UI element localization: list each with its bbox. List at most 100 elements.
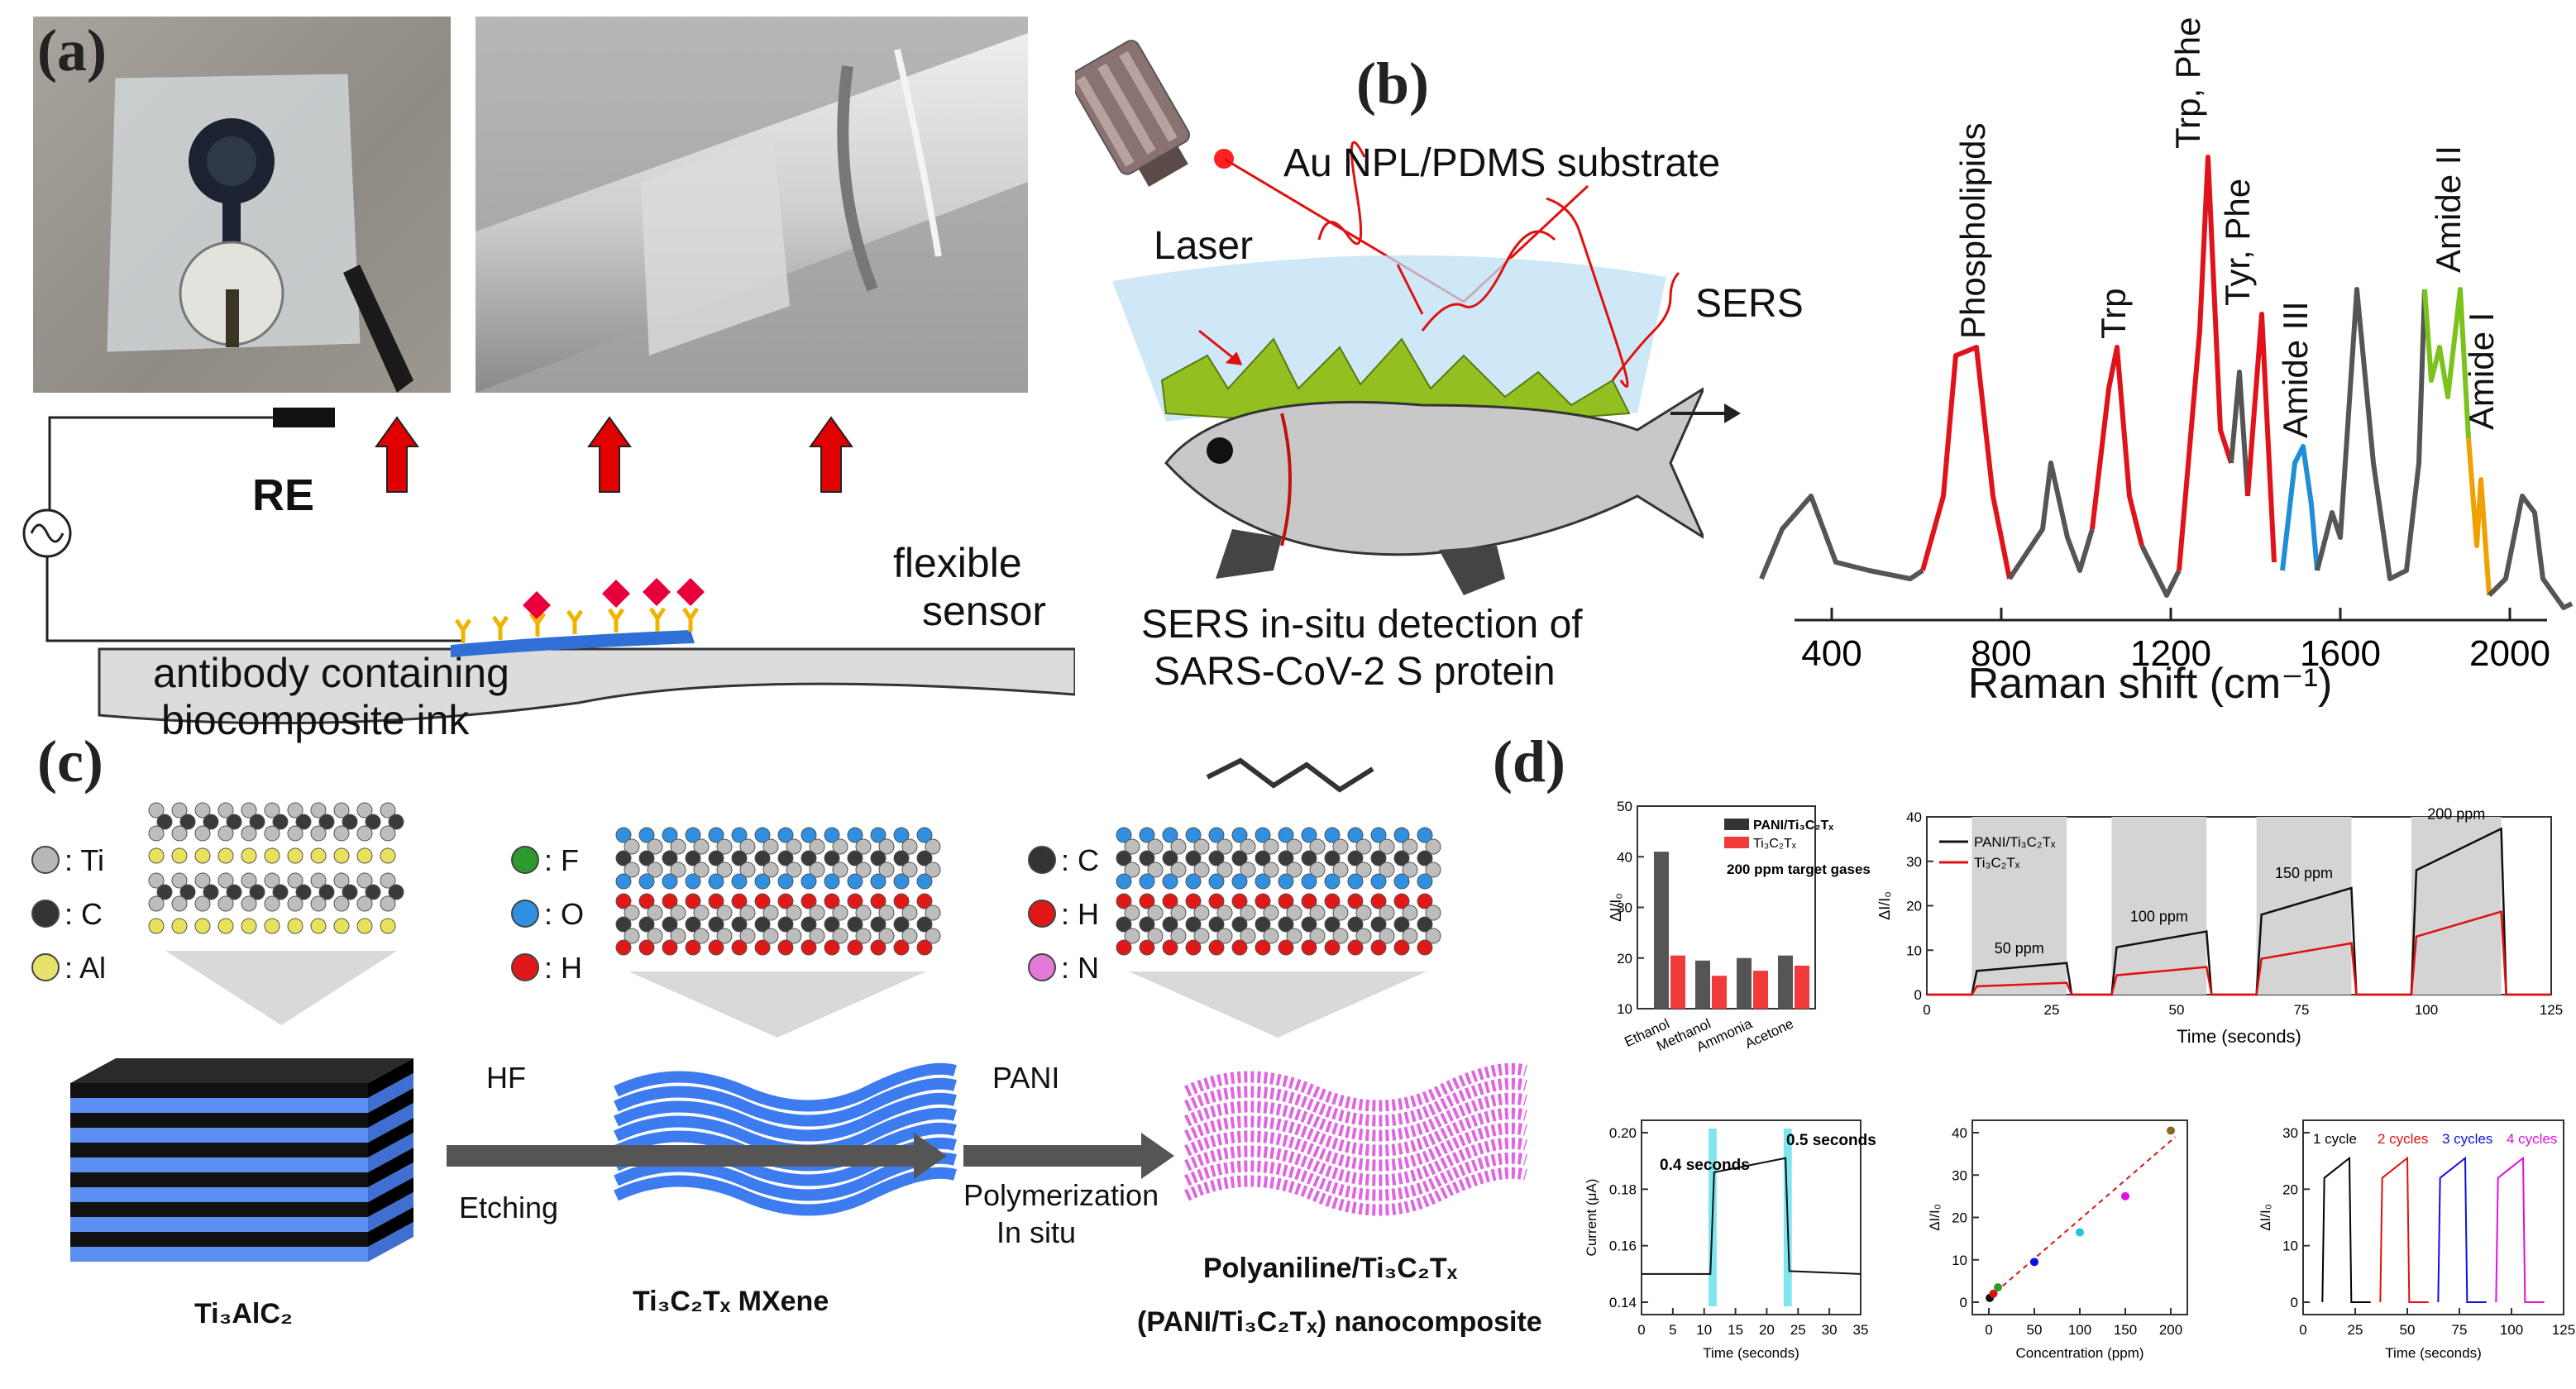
atom xyxy=(1301,873,1317,890)
atom xyxy=(1231,827,1248,843)
atom xyxy=(1301,939,1317,956)
atom xyxy=(1347,916,1364,933)
raman-curve-segment xyxy=(2090,345,2144,547)
atom xyxy=(342,884,358,900)
atom xyxy=(685,827,701,843)
sensor-photo xyxy=(33,17,451,393)
atom xyxy=(824,916,840,933)
atom xyxy=(693,905,710,921)
atom xyxy=(333,825,350,842)
atom xyxy=(925,862,941,878)
atom xyxy=(647,862,663,878)
circuit-diagram xyxy=(22,408,1075,725)
atom xyxy=(356,872,373,889)
atom xyxy=(1425,838,1441,855)
bar-legend-swatch xyxy=(1724,819,1749,830)
atom xyxy=(380,918,396,934)
linear-point xyxy=(1994,1283,2002,1292)
atom xyxy=(716,862,733,878)
atom xyxy=(615,850,632,866)
atom xyxy=(1309,862,1326,878)
atom xyxy=(171,918,188,934)
bar-chart-bar xyxy=(1654,852,1669,1009)
projection-wedge xyxy=(1129,971,1427,1038)
atom xyxy=(241,847,257,864)
atom xyxy=(855,862,872,878)
atom xyxy=(739,862,756,878)
atom xyxy=(809,905,825,921)
atom xyxy=(878,905,895,921)
atom xyxy=(1370,916,1387,933)
linear-point xyxy=(2030,1258,2038,1267)
atom xyxy=(801,873,817,890)
linear-chart-ytick-label: 20 xyxy=(1952,1210,1967,1226)
atom xyxy=(1139,893,1155,909)
projection-wedge xyxy=(165,951,397,1025)
atom xyxy=(333,918,350,934)
atom xyxy=(1255,873,1271,890)
atom xyxy=(1193,905,1210,921)
atom xyxy=(380,802,396,819)
atom xyxy=(1170,838,1187,855)
panel-d-label: (d) xyxy=(1493,728,1565,795)
atom xyxy=(870,827,887,843)
atom xyxy=(1425,905,1441,921)
atom xyxy=(203,884,219,900)
atom xyxy=(1231,939,1248,956)
atom xyxy=(1402,862,1418,878)
response-chart-xtick-label: 10 xyxy=(1696,1322,1712,1338)
atom xyxy=(1255,850,1271,866)
layer-stripe xyxy=(70,1172,368,1187)
raman-curve-segment xyxy=(2007,461,2095,580)
atom xyxy=(1147,838,1164,855)
atom xyxy=(1370,939,1387,956)
step-chart-ytick-label: 40 xyxy=(1906,809,1922,825)
atom xyxy=(1332,905,1349,921)
flexible-sensor-strip xyxy=(98,647,1075,725)
ink-label-line1: antibody containing xyxy=(153,650,509,696)
atom xyxy=(1370,850,1387,866)
raman-curve-segment xyxy=(2245,312,2277,563)
atom xyxy=(1185,893,1202,909)
atom xyxy=(388,814,404,830)
legend-atom-icon xyxy=(31,900,60,928)
bar-chart-ytick-label: 40 xyxy=(1617,849,1632,865)
atom xyxy=(1240,928,1256,944)
atom xyxy=(1216,928,1233,944)
atom xyxy=(916,893,933,909)
atom xyxy=(731,850,748,866)
raman-peak-label: Tyr, Phe xyxy=(2218,179,2257,306)
atom xyxy=(870,893,887,909)
composite-sheet xyxy=(1184,1137,1527,1186)
linear-chart-ytick-label: 0 xyxy=(1960,1295,1967,1310)
step2-bottom-line1: Polymerization xyxy=(963,1178,1159,1212)
atom xyxy=(1347,827,1364,843)
bar-legend-label: Ti₃C₂Tₓ xyxy=(1753,837,1797,851)
composite-sheet xyxy=(1184,1167,1527,1216)
atom xyxy=(670,862,686,878)
atom xyxy=(249,884,265,900)
atom xyxy=(1309,905,1326,921)
atom xyxy=(832,862,848,878)
atom xyxy=(1208,916,1225,933)
atom xyxy=(194,847,211,864)
atom xyxy=(1324,850,1341,866)
raman-curve-segment xyxy=(2177,155,2234,571)
atom xyxy=(217,802,234,819)
step-label: 150 ppm xyxy=(2275,865,2333,881)
legend-atom-label: : C xyxy=(1061,843,1099,877)
atom xyxy=(638,893,655,909)
atom xyxy=(148,847,165,864)
step-chart-xtick-label: 125 xyxy=(2540,1002,2563,1018)
atom xyxy=(194,802,211,819)
cycle-label: 1 cycle xyxy=(2313,1131,2357,1147)
atom xyxy=(1301,827,1317,843)
atom xyxy=(1324,916,1341,933)
linear-chart-ytick-label: 40 xyxy=(1952,1125,1967,1141)
atom xyxy=(893,893,910,909)
atom xyxy=(156,884,173,900)
response-chart-frame xyxy=(1641,1119,1862,1315)
atom xyxy=(333,895,350,912)
raman-tick-label: 400 xyxy=(1801,633,1862,674)
